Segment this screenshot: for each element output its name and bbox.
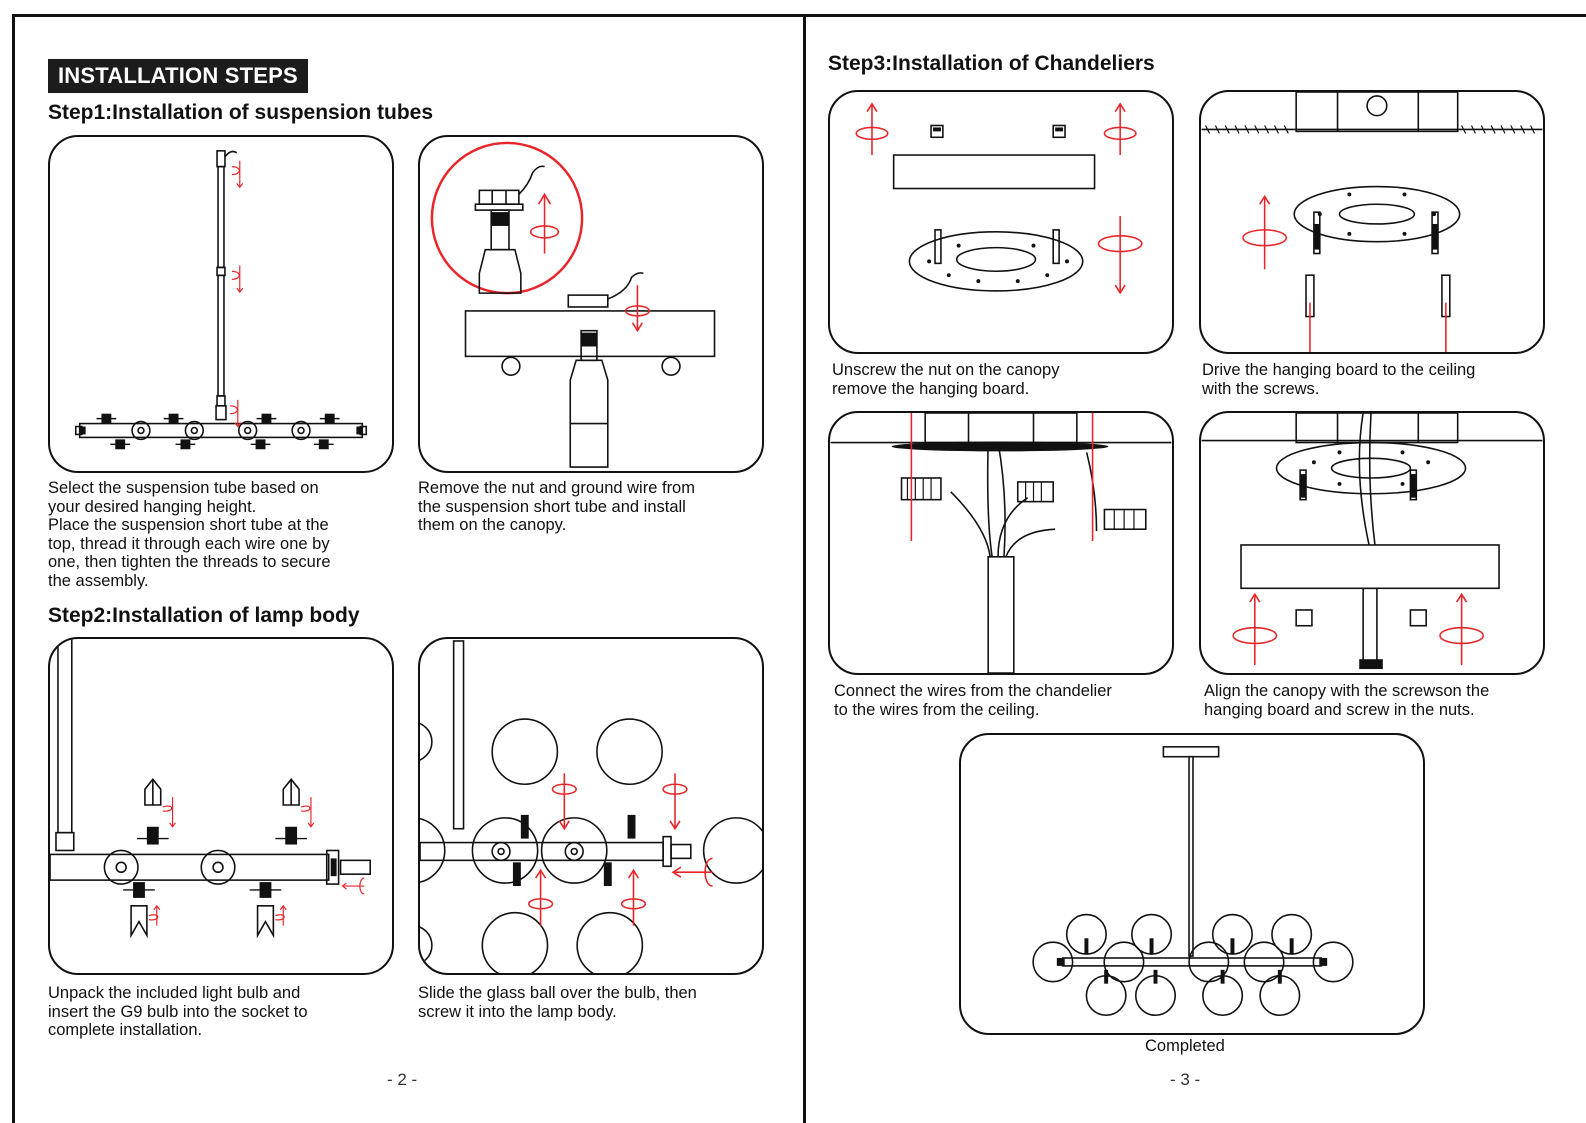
- manual-page-3: Step3:Installation of Chandeliers: [806, 14, 1586, 1123]
- manual-page-2: INSTALLATION STEPS Step1:Installation of…: [12, 14, 806, 1123]
- step1-caption-a: Select the suspension tube based on your…: [48, 479, 331, 590]
- step3-illustration-mount-board: [1199, 90, 1545, 354]
- step3-title: Step3:Installation of Chandeliers: [828, 52, 1155, 75]
- step3-caption-c: Connect the wires from the chandelier to…: [834, 682, 1112, 719]
- glass-ball-drawing: [420, 640, 762, 973]
- bulb-insertion-drawing: [50, 639, 372, 939]
- step3-illustration-align-canopy: [1199, 411, 1545, 675]
- nut-removal-drawing: [430, 141, 716, 468]
- step3-caption-d: Align the canopy with the screwson the h…: [1204, 682, 1489, 719]
- completed-chandelier-illustration: [959, 733, 1425, 1035]
- step3-illustration-wire-connection: [828, 411, 1174, 675]
- page-number-right: - 3 -: [1170, 1070, 1201, 1089]
- completed-chandelier-drawing: [1032, 746, 1354, 1017]
- caption-line: Select the suspension tube based on: [48, 479, 319, 497]
- caption-line: Slide the glass ball over the bulb, then: [418, 984, 697, 1002]
- caption-line: screw it into the lamp body.: [418, 1002, 617, 1021]
- caption-line: with the screws.: [1202, 379, 1320, 398]
- caption-line: the assembly.: [48, 571, 149, 590]
- step2-caption-a: Unpack the included light bulb and inser…: [48, 984, 308, 1040]
- completed-label: Completed: [1145, 1037, 1225, 1055]
- caption-line: insert the G9 bulb into the socket to: [48, 1002, 308, 1021]
- wire-connection-drawing: [830, 413, 1172, 673]
- step3-caption-a: Unscrew the nut on the canopy remove the…: [832, 361, 1059, 398]
- caption-line: your desired hanging height.: [48, 497, 257, 516]
- caption-line: top, thread it through each wire one by: [48, 534, 330, 553]
- mount-board-drawing: [1201, 92, 1543, 352]
- caption-line: Connect the wires from the chandelier: [834, 682, 1112, 700]
- caption-line: Unscrew the nut on the canopy: [832, 361, 1060, 379]
- step2-illustration-bulb-insertion: [48, 637, 394, 975]
- caption-line: Remove the nut and ground wire from: [418, 479, 695, 497]
- step1-title: Step1:Installation of suspension tubes: [48, 101, 434, 124]
- step1-caption-b: Remove the nut and ground wire from the …: [418, 479, 695, 535]
- caption-line: complete installation.: [48, 1021, 203, 1039]
- unscrew-canopy-drawing: [855, 102, 1143, 295]
- caption-line: to the wires from the ceiling.: [834, 700, 1040, 719]
- step2-title: Step2:Installation of lamp body: [48, 604, 360, 627]
- caption-line: remove the hanging board.: [832, 379, 1030, 398]
- installation-steps-badge: INSTALLATION STEPS: [48, 59, 308, 93]
- step2-caption-b: Slide the glass ball over the bulb, then…: [418, 984, 697, 1021]
- caption-line: Align the canopy with the screwson the: [1204, 682, 1490, 700]
- step1-illustration-nut-removal: [418, 135, 764, 473]
- caption-line: Unpack the included light bulb and: [48, 984, 301, 1002]
- caption-line: Drive the hanging board to the ceiling: [1202, 361, 1476, 379]
- align-canopy-drawing: [1201, 413, 1543, 670]
- page-number-left: - 2 -: [387, 1070, 418, 1089]
- step2-illustration-glass-balls: [418, 637, 764, 975]
- suspension-assembly-drawing: [74, 150, 368, 450]
- step1-illustration-suspension-tube: [48, 135, 394, 473]
- caption-line: hanging board and screw in the nuts.: [1204, 700, 1475, 719]
- caption-line: Place the suspension short tube at the: [48, 516, 329, 534]
- caption-line: them on the canopy.: [418, 516, 567, 534]
- caption-line: the suspension short tube and install: [418, 497, 686, 516]
- step3-caption-b: Drive the hanging board to the ceiling w…: [1202, 361, 1475, 398]
- caption-line: one, then tighten the threads to secure: [48, 553, 331, 571]
- step3-illustration-unscrew-canopy: [828, 90, 1174, 354]
